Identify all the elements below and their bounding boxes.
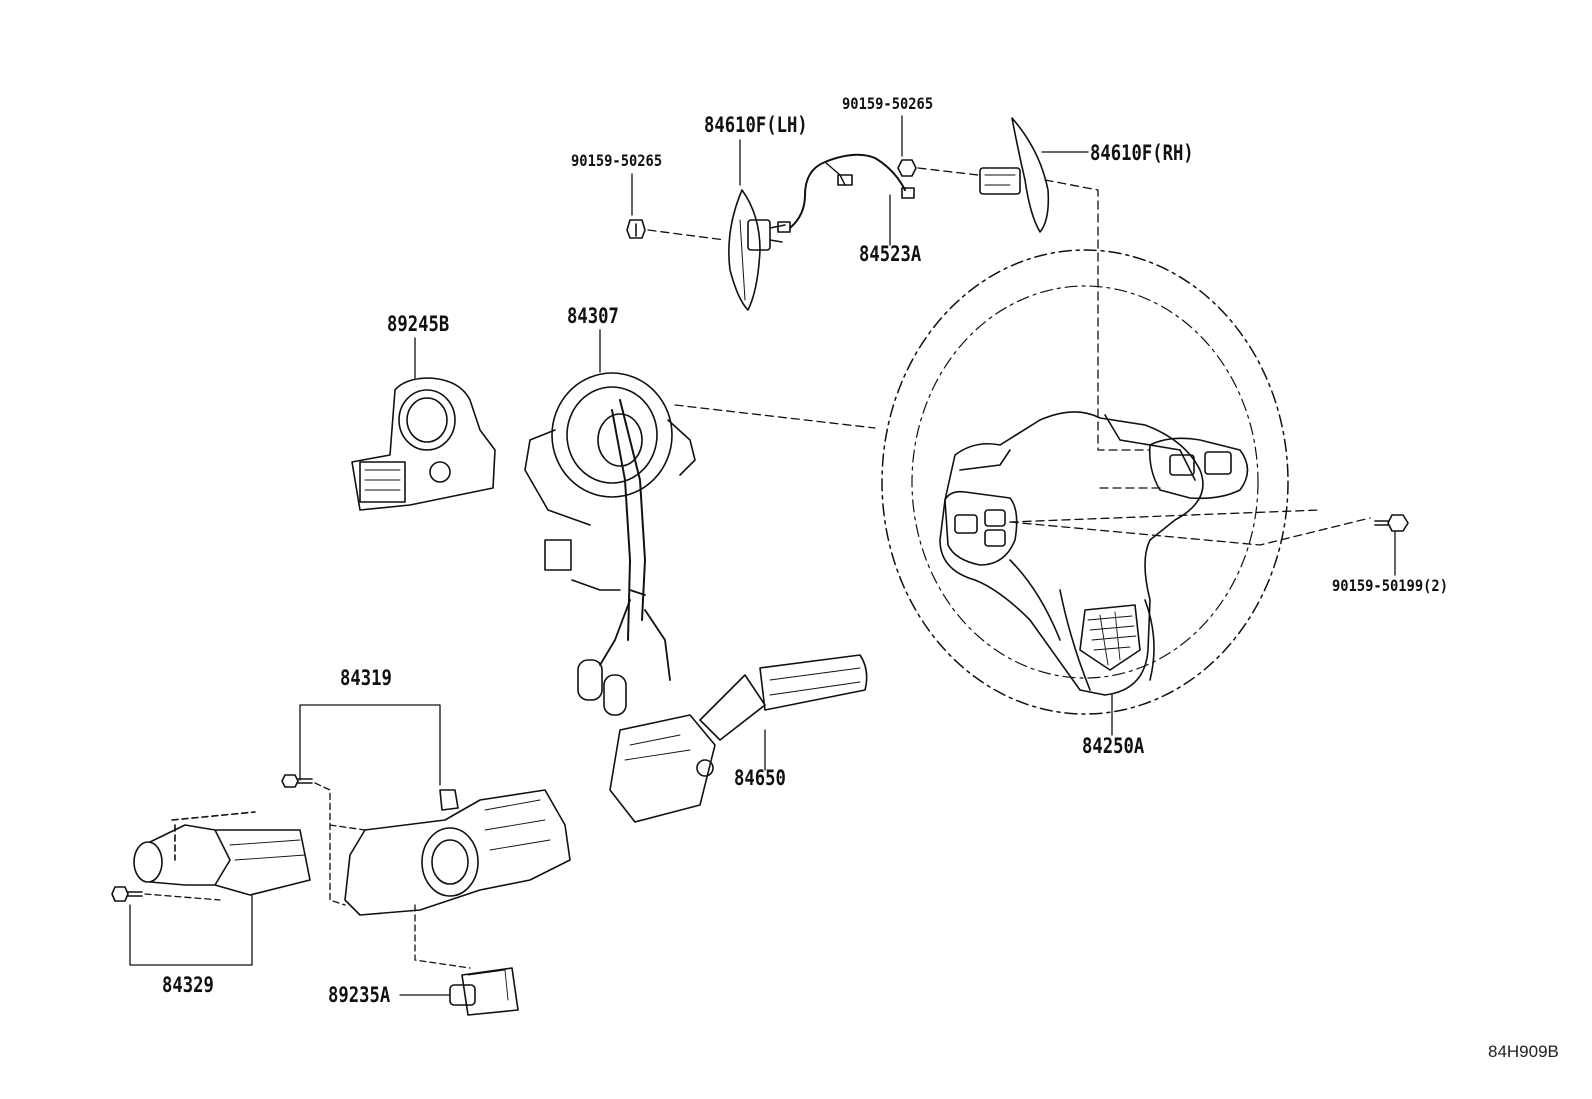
- screw-84329: [111, 886, 143, 902]
- label-89245B: 89245B: [387, 312, 450, 336]
- combination-switch-body: [344, 789, 571, 916]
- paddle-shifter-rh: [979, 117, 1050, 233]
- paddle-shifter-lh: [728, 189, 786, 311]
- spiral-cable: [524, 372, 696, 716]
- label-90159-50199: 90159-50199(2): [1332, 576, 1448, 595]
- label-90159-50265-left: 90159-50265: [571, 151, 663, 170]
- label-84319: 84319: [340, 666, 392, 690]
- label-84650: 84650: [734, 766, 786, 790]
- steering-angle-sensor: [351, 377, 496, 511]
- label-89235A: 89235A: [328, 983, 391, 1007]
- label-84523A: 84523A: [859, 242, 922, 266]
- label-90159-50265-right: 90159-50265: [842, 94, 934, 113]
- label-84250A: 84250A: [1082, 734, 1145, 758]
- label-84329: 84329: [162, 973, 214, 997]
- cruise-control-switch: [449, 967, 519, 1016]
- light-control-switch: [133, 811, 311, 896]
- wiper-switch: [609, 654, 868, 823]
- label-84307: 84307: [567, 304, 619, 328]
- label-84610F-LH: 84610F(LH): [704, 113, 808, 137]
- screw-90159-50265-a: [626, 219, 646, 239]
- screw-90159-50265-b: [897, 159, 917, 177]
- paddle-wire-harness: [777, 153, 915, 233]
- leader-lines: [129, 115, 1396, 996]
- drawing-code: 84H909B: [1488, 1042, 1559, 1061]
- steering-wheel: [881, 249, 1289, 715]
- screw-84319: [281, 774, 313, 788]
- screw-90159-50199: [1374, 514, 1409, 532]
- label-84610F-RH: 84610F(RH): [1090, 141, 1194, 165]
